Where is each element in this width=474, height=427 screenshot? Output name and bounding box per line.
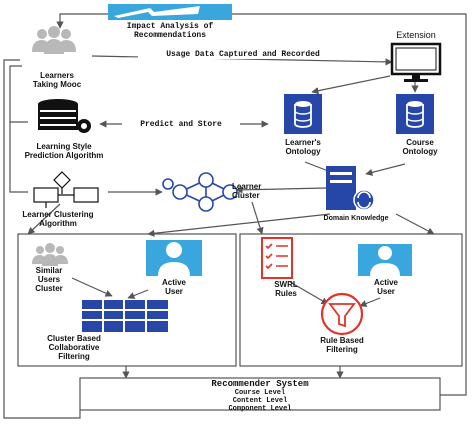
edge-course-ont-to-dk — [365, 163, 406, 176]
edge-dk-to-left-box — [147, 213, 331, 237]
active-user-right-line2: User — [377, 287, 395, 296]
clustering-line2: Algorithm — [39, 219, 77, 228]
recommender-line3: Component Level — [228, 405, 292, 413]
learners-ontology-label: Learner's Ontology — [270, 138, 336, 156]
flowchart-icon — [33, 171, 99, 208]
edge-left-chain2 — [9, 122, 28, 193]
filter-funnel-icon — [320, 292, 364, 336]
predict-edge-label: Predict and Store — [122, 120, 240, 129]
learners-line1: Learners — [40, 71, 74, 80]
cluster-filtering-line1: Cluster Based — [47, 334, 101, 343]
matrix-icon — [82, 300, 168, 332]
course-ontology-label: Course Ontology — [392, 138, 448, 156]
database-icon-course — [396, 94, 434, 134]
people-group-icon-similar — [32, 243, 68, 266]
learner-cluster-label: Learner Cluster — [232, 182, 282, 200]
user-icon-left — [146, 240, 202, 276]
clustering-line1: Learner Clustering — [22, 210, 94, 219]
rule-filtering-line2: Filtering — [326, 345, 358, 354]
cluster-filtering-line3: Filtering — [58, 352, 90, 361]
people-group-icon — [32, 26, 76, 54]
active-user-left-label: Active User — [150, 278, 198, 296]
similar-users-line3: Cluster — [35, 284, 63, 293]
active-user-left-line2: User — [165, 287, 183, 296]
extension-label: Extension — [396, 30, 436, 40]
swrl-line2: Rules — [275, 289, 297, 298]
learners-ontology-line1: Learner's — [285, 138, 321, 147]
course-ontology-line2: Ontology — [402, 147, 438, 156]
rule-filtering-label: Rule Based Filtering — [296, 336, 388, 354]
learning-style-label: Learning Style Prediction Algorithm — [14, 142, 114, 160]
clustering-label: Learner Clustering Algorithm — [8, 210, 108, 228]
similar-users-line1: Similar — [35, 266, 63, 275]
edge-dk-to-mid — [251, 201, 264, 235]
similar-users-line2: Users — [37, 275, 61, 284]
active-user-right-line1: Active — [373, 278, 398, 287]
recommender-label: Recommender System Course Level Content … — [80, 379, 440, 413]
database-icon-learners — [284, 94, 322, 134]
recommender-line2: Content Level — [232, 397, 288, 405]
edge-left-chain — [9, 65, 28, 123]
edge-left-to-box — [27, 203, 61, 235]
chart-banner-icon — [108, 4, 232, 20]
learners-ontology-line2: Ontology — [285, 147, 321, 156]
active-user-left-line1: Active — [161, 278, 186, 287]
edge-similar-to-matrix — [71, 277, 113, 297]
checklist-icon — [261, 237, 293, 279]
server-gear-icon — [38, 99, 91, 133]
learner-cluster-line1: Learner — [232, 182, 262, 191]
usage-edge-label: Usage Data Captured and Recorded — [138, 50, 348, 59]
impact-label: Impact Analysis of Recommendations — [108, 22, 232, 40]
recommender-title: Recommender System — [211, 379, 309, 389]
user-icon-right — [358, 244, 412, 276]
edge-cluster-to-dk — [235, 186, 327, 194]
swrl-line1: SWRL — [274, 280, 298, 289]
edge-dk-to-right-box — [395, 213, 435, 235]
edge-left-loop — [3, 59, 81, 419]
learners-line2: Taking Mooc — [32, 80, 82, 89]
domain-knowledge-label: Domain Knowledge — [323, 215, 389, 222]
network-cluster-icon — [162, 172, 238, 212]
learner-cluster-line2: Cluster — [232, 191, 260, 200]
edge-activeright-to-filter — [359, 297, 381, 307]
monitor-icon — [390, 42, 442, 82]
impact-line1: Impact Analysis of — [126, 22, 214, 31]
course-ontology-line1: Course — [406, 138, 434, 147]
right-method-box — [239, 233, 463, 367]
swrl-label: SWRL Rules — [262, 280, 310, 298]
learners-label: Learners Taking Mooc — [22, 71, 92, 89]
recommender-line1: Course Level — [234, 389, 286, 397]
edge-swrl-to-filter — [289, 281, 329, 305]
cluster-filtering-line2: Collaborative — [48, 343, 100, 352]
rule-filtering-line1: Rule Based — [320, 336, 364, 345]
learning-style-line2: Prediction Algorithm — [24, 151, 104, 160]
server-sync-icon — [326, 166, 375, 211]
learning-style-line1: Learning Style — [36, 142, 92, 151]
impact-line2: Recommendations — [133, 31, 206, 40]
edge-activeleft-to-matrix — [127, 289, 149, 299]
left-method-box — [17, 233, 237, 367]
edge-ext-to-learners-ont — [311, 75, 391, 95]
cluster-filtering-label: Cluster Based Collaborative Filtering — [26, 334, 122, 361]
edge-impact-to-left — [56, 13, 108, 29]
similar-users-label: Similar Users Cluster — [22, 266, 76, 293]
edge-recommender-to-impact — [232, 13, 467, 396]
connectors — [3, 13, 467, 419]
active-user-right-label: Active User — [362, 278, 410, 296]
recommender-box — [79, 377, 441, 411]
